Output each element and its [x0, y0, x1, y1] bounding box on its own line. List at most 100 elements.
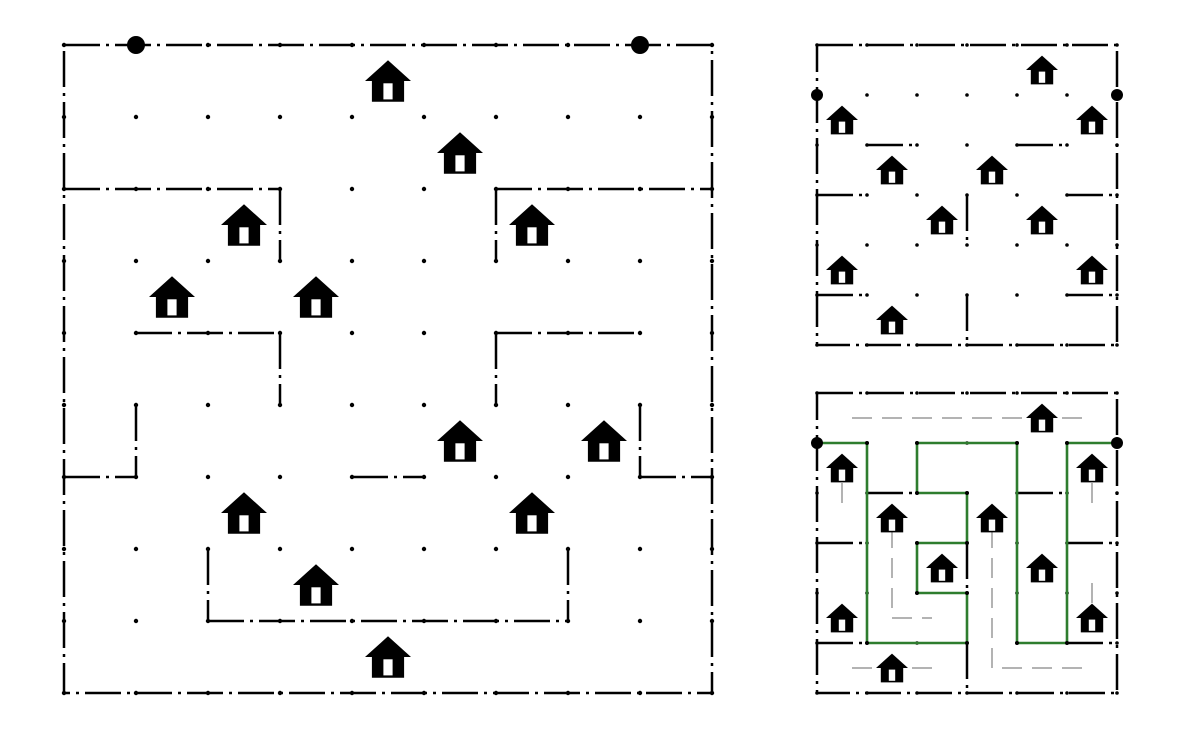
house-icon [876, 653, 908, 683]
endpoint-dot [1111, 89, 1123, 101]
path-vertex [915, 591, 919, 595]
grid-dot [1065, 343, 1069, 347]
house-icon [221, 492, 267, 534]
grid-dot [637, 618, 643, 624]
grid-dot [965, 93, 969, 97]
house-icon [437, 420, 483, 462]
grid-dot [133, 114, 139, 120]
house-icon [1076, 453, 1108, 483]
grid-dot [349, 258, 355, 264]
path-vertex [915, 441, 919, 445]
house-icon [876, 305, 908, 335]
grid-dot [1065, 691, 1069, 695]
hint-path [991, 528, 1082, 669]
grid-dot [133, 258, 139, 264]
house-icon [926, 205, 958, 235]
house-icon [221, 204, 267, 246]
house-icon [826, 603, 858, 633]
path-vertex [865, 441, 869, 445]
grid-dot [1015, 43, 1019, 47]
grid-dot [915, 43, 919, 47]
path-vertex [1015, 641, 1019, 645]
endpoint-dot [1111, 437, 1123, 449]
grid-dot [1015, 343, 1019, 347]
house-icon [293, 276, 339, 318]
grid-dot [565, 114, 571, 120]
house-icon [1076, 603, 1108, 633]
house-icon [293, 564, 339, 606]
grid-dot [1065, 391, 1069, 395]
grid-dot [709, 258, 715, 264]
grid-dot [1115, 293, 1119, 297]
solved-puzzle-board [811, 391, 1123, 695]
board-border [62, 43, 714, 695]
grid-dot [1015, 193, 1019, 197]
grid-dot [1015, 293, 1019, 297]
grid-dot [421, 330, 427, 336]
grid-dot [1015, 391, 1019, 395]
path-vertex [1015, 441, 1019, 445]
grid-dot [865, 293, 869, 297]
grid-dot [965, 143, 969, 147]
house-icon [826, 105, 858, 135]
grid-dot [493, 546, 499, 552]
grid-dot [349, 330, 355, 336]
grid-dot [349, 546, 355, 552]
grid-dot [133, 546, 139, 552]
grid-dot [1015, 93, 1019, 97]
grid-dot [915, 93, 919, 97]
grid-dot [349, 186, 355, 192]
grid-dot [1065, 93, 1069, 97]
house-icon [509, 492, 555, 534]
grid-dot [277, 546, 283, 552]
grid-dot [865, 43, 869, 47]
path-vertex [965, 491, 969, 495]
grid-dot [205, 474, 211, 480]
house-icon [1026, 403, 1058, 433]
grid-dot [421, 114, 427, 120]
endpoint-dot [631, 36, 649, 54]
grid-dot [1115, 691, 1119, 695]
house-icon [1026, 55, 1058, 85]
endpoint-dot [127, 36, 145, 54]
grid-dot [277, 114, 283, 120]
path-vertex [965, 641, 969, 645]
path-vertex [1065, 641, 1069, 645]
house-icon [149, 276, 195, 318]
grid-dot [421, 402, 427, 408]
grid-dot [1015, 243, 1019, 247]
grid-dot [865, 243, 869, 247]
house-icon [1076, 255, 1108, 285]
house-icon [926, 553, 958, 583]
house-icon [826, 453, 858, 483]
grid-dot [277, 474, 283, 480]
grid-dot [915, 143, 919, 147]
grid-dot [865, 391, 869, 395]
house-icon [581, 420, 627, 462]
grid-dot [865, 93, 869, 97]
grid-dot [1015, 691, 1019, 695]
house-icon [437, 132, 483, 174]
grid-dot [205, 402, 211, 408]
grid-dot [709, 402, 715, 408]
solution-path [817, 441, 1117, 645]
grid-dot [1065, 43, 1069, 47]
path-vertex [915, 541, 919, 545]
grid-dot [421, 546, 427, 552]
house-icon [1076, 105, 1108, 135]
grid-dot [61, 546, 67, 552]
grid-dot [349, 402, 355, 408]
grid-dot [1115, 243, 1119, 247]
grid-dot [493, 474, 499, 480]
grid-dot [61, 402, 67, 408]
path-vertex [965, 591, 969, 595]
house-icon [826, 255, 858, 285]
large-puzzle-board [61, 36, 715, 696]
grid-dot [565, 474, 571, 480]
grid-dot [1065, 143, 1069, 147]
grid-dot [493, 114, 499, 120]
grid-dot [1115, 641, 1119, 645]
grid-dot [865, 193, 869, 197]
grid-dot [915, 293, 919, 297]
